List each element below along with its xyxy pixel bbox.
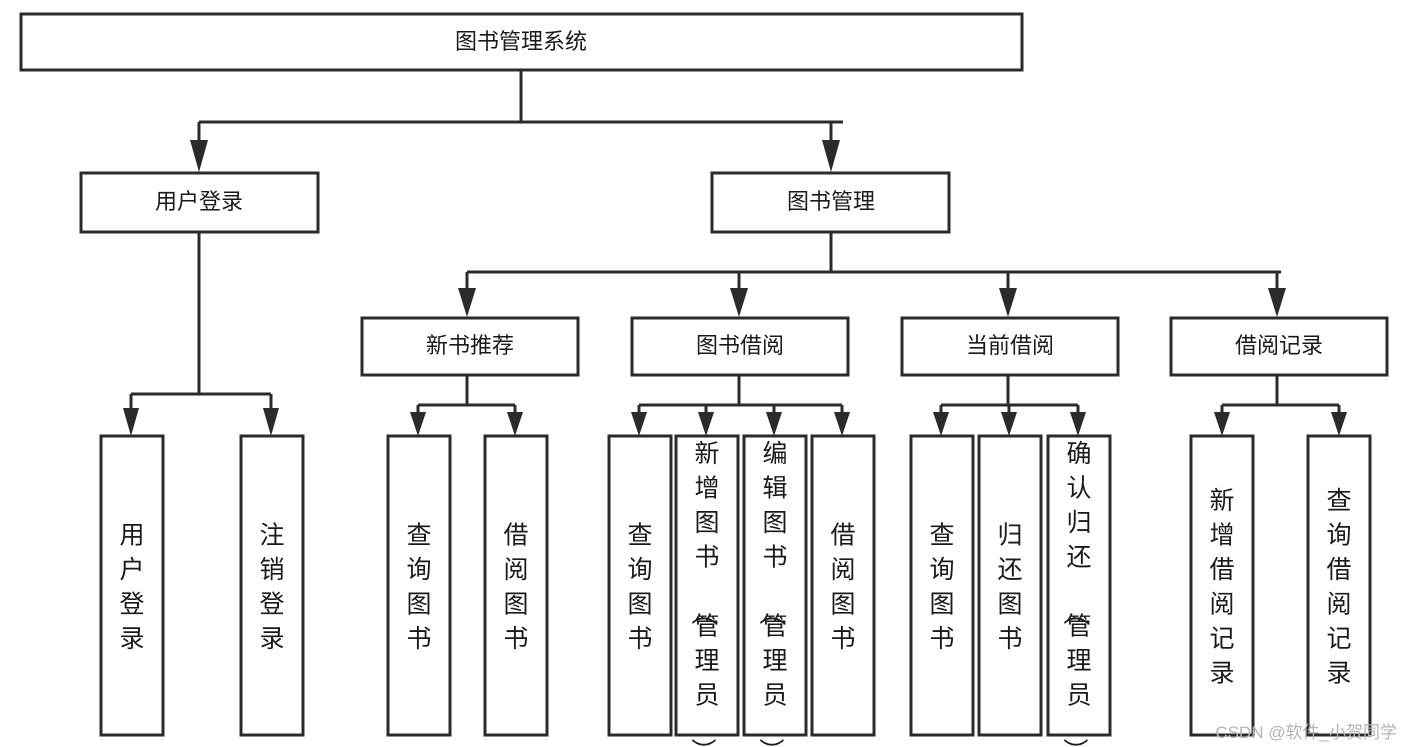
arrowhead-bb-leaf-3 xyxy=(766,412,782,436)
arrowhead-current-borrow xyxy=(999,288,1017,317)
node-current-borrow[interactable]: 当前借阅 xyxy=(900,316,1120,377)
arrowhead-cb-leaf-2 xyxy=(1001,412,1017,436)
leaf-query-book-2-box[interactable] xyxy=(607,434,673,737)
connector-group-book-mgmt xyxy=(458,232,1286,317)
leaf-node[interactable]: 查询图书 xyxy=(607,434,673,737)
leaf-add-borrow-record-label: 新增借阅记录 xyxy=(1209,487,1234,688)
node-book-management-box[interactable] xyxy=(710,171,951,234)
node-root[interactable]: 图书管理系统 xyxy=(19,12,1024,72)
leaf-node[interactable]: 查询图书 xyxy=(909,434,975,737)
arrowhead-nbr-leaf-2 xyxy=(507,412,523,436)
node-root-label: 图书管理系统 xyxy=(455,29,587,54)
leaf-node[interactable]: 新增图书（管理员） xyxy=(674,434,740,747)
arrowhead-bb-leaf-4 xyxy=(834,412,850,436)
leaf-node[interactable]: 注销登录 xyxy=(239,434,305,737)
arrowhead-br-leaf-1 xyxy=(1214,412,1230,436)
leaf-node[interactable]: 确认归还（管理员） xyxy=(1046,434,1112,747)
leaf-node[interactable]: 借阅图书 xyxy=(810,434,876,737)
leaf-node[interactable]: 查询借阅记录 xyxy=(1306,434,1372,737)
node-new-book-recommend-box[interactable] xyxy=(360,316,580,377)
node-user-login[interactable]: 用户登录 xyxy=(79,171,320,234)
node-user-login-box[interactable] xyxy=(79,171,320,234)
connector-group-current-borrow xyxy=(933,375,1086,436)
leaf-confirm-return-label: 确认归还（管理员） xyxy=(1060,440,1091,747)
arrowhead-new-book-rec xyxy=(458,288,476,317)
connector-group-book-borrow xyxy=(631,375,850,436)
leaf-confirm-return-box[interactable] xyxy=(1046,434,1112,737)
node-book-management[interactable]: 图书管理 xyxy=(710,171,951,234)
node-borrow-record-label: 借阅记录 xyxy=(1235,333,1323,358)
node-borrow-record[interactable]: 借阅记录 xyxy=(1169,316,1389,377)
node-book-borrow-box[interactable] xyxy=(630,316,850,377)
connector-group-new-book-rec xyxy=(410,375,523,436)
arrowhead-nbr-leaf-1 xyxy=(410,412,426,436)
leaf-nodes: 用户登录 注销登录 查询图书 借阅图书 查询图书 新增图书（管理员） 编辑图书（… xyxy=(99,434,1372,747)
leaf-user-login-label: 用户登录 xyxy=(119,521,144,653)
leaf-node[interactable]: 借阅图书 xyxy=(483,434,549,737)
leaf-return-book-label: 归还图书 xyxy=(997,521,1022,653)
connector-group-root xyxy=(190,70,843,172)
node-current-borrow-box[interactable] xyxy=(900,316,1120,377)
leaf-add-book-box[interactable] xyxy=(674,434,740,737)
leaf-edit-book-box[interactable] xyxy=(742,434,808,737)
node-book-borrow-label: 图书借阅 xyxy=(696,333,784,358)
leaf-borrow-book-2-box[interactable] xyxy=(810,434,876,737)
arrowhead-br-leaf-2 xyxy=(1331,412,1347,436)
leaf-add-borrow-record-box[interactable] xyxy=(1189,434,1255,737)
leaf-query-book-1-label: 查询图书 xyxy=(406,521,431,653)
node-book-borrow[interactable]: 图书借阅 xyxy=(630,316,850,377)
leaf-logout-box[interactable] xyxy=(239,434,305,737)
leaf-query-book-3-box[interactable] xyxy=(909,434,975,737)
arrowhead-cb-leaf-1 xyxy=(933,412,949,436)
arrowhead-bb-leaf-2 xyxy=(698,412,714,436)
node-current-borrow-label: 当前借阅 xyxy=(966,333,1054,358)
node-book-management-label: 图书管理 xyxy=(787,189,875,214)
arrowhead-borrow-record xyxy=(1268,288,1286,317)
leaf-return-book-box[interactable] xyxy=(977,434,1043,737)
leaf-query-book-1-box[interactable] xyxy=(386,434,452,737)
connector-group-user-login xyxy=(123,232,279,436)
node-new-book-recommend-label: 新书推荐 xyxy=(426,333,514,358)
leaf-query-borrow-record-label: 查询借阅记录 xyxy=(1326,487,1351,688)
arrowhead-bb-leaf-1 xyxy=(631,412,647,436)
arrowhead-leaf-user-login xyxy=(123,408,139,436)
leaf-node[interactable]: 归还图书 xyxy=(977,434,1043,737)
arrowhead-user-login xyxy=(190,140,208,172)
leaf-query-borrow-record-box[interactable] xyxy=(1306,434,1372,737)
leaf-borrow-book-1-label: 借阅图书 xyxy=(503,521,528,653)
leaf-query-book-3-label: 查询图书 xyxy=(929,521,954,653)
leaf-node[interactable]: 用户登录 xyxy=(99,434,165,737)
arrowhead-cb-leaf-3 xyxy=(1070,412,1086,436)
node-borrow-record-box[interactable] xyxy=(1169,316,1389,377)
leaf-node[interactable]: 查询图书 xyxy=(386,434,452,737)
leaf-edit-book-label: 编辑图书（管理员） xyxy=(756,440,787,747)
node-new-book-recommend[interactable]: 新书推荐 xyxy=(360,316,580,377)
leaf-logout-label: 注销登录 xyxy=(259,521,284,653)
leaf-node[interactable]: 新增借阅记录 xyxy=(1189,434,1255,737)
leaf-user-login-box[interactable] xyxy=(99,434,165,737)
leaf-borrow-book-2-label: 借阅图书 xyxy=(830,521,855,653)
arrowhead-leaf-logout xyxy=(263,408,279,436)
leaf-add-book-label: 新增图书（管理员） xyxy=(688,440,719,747)
leaf-query-book-2-label: 查询图书 xyxy=(627,521,652,653)
arrowhead-book-borrow xyxy=(730,288,748,317)
node-user-login-label: 用户登录 xyxy=(155,189,243,214)
arrowhead-book-mgmt xyxy=(822,140,840,172)
leaf-node[interactable]: 编辑图书（管理员） xyxy=(742,434,808,747)
connector-group-borrow-record xyxy=(1214,375,1347,436)
node-root-box[interactable] xyxy=(19,12,1024,72)
leaf-borrow-book-1-box[interactable] xyxy=(483,434,549,737)
